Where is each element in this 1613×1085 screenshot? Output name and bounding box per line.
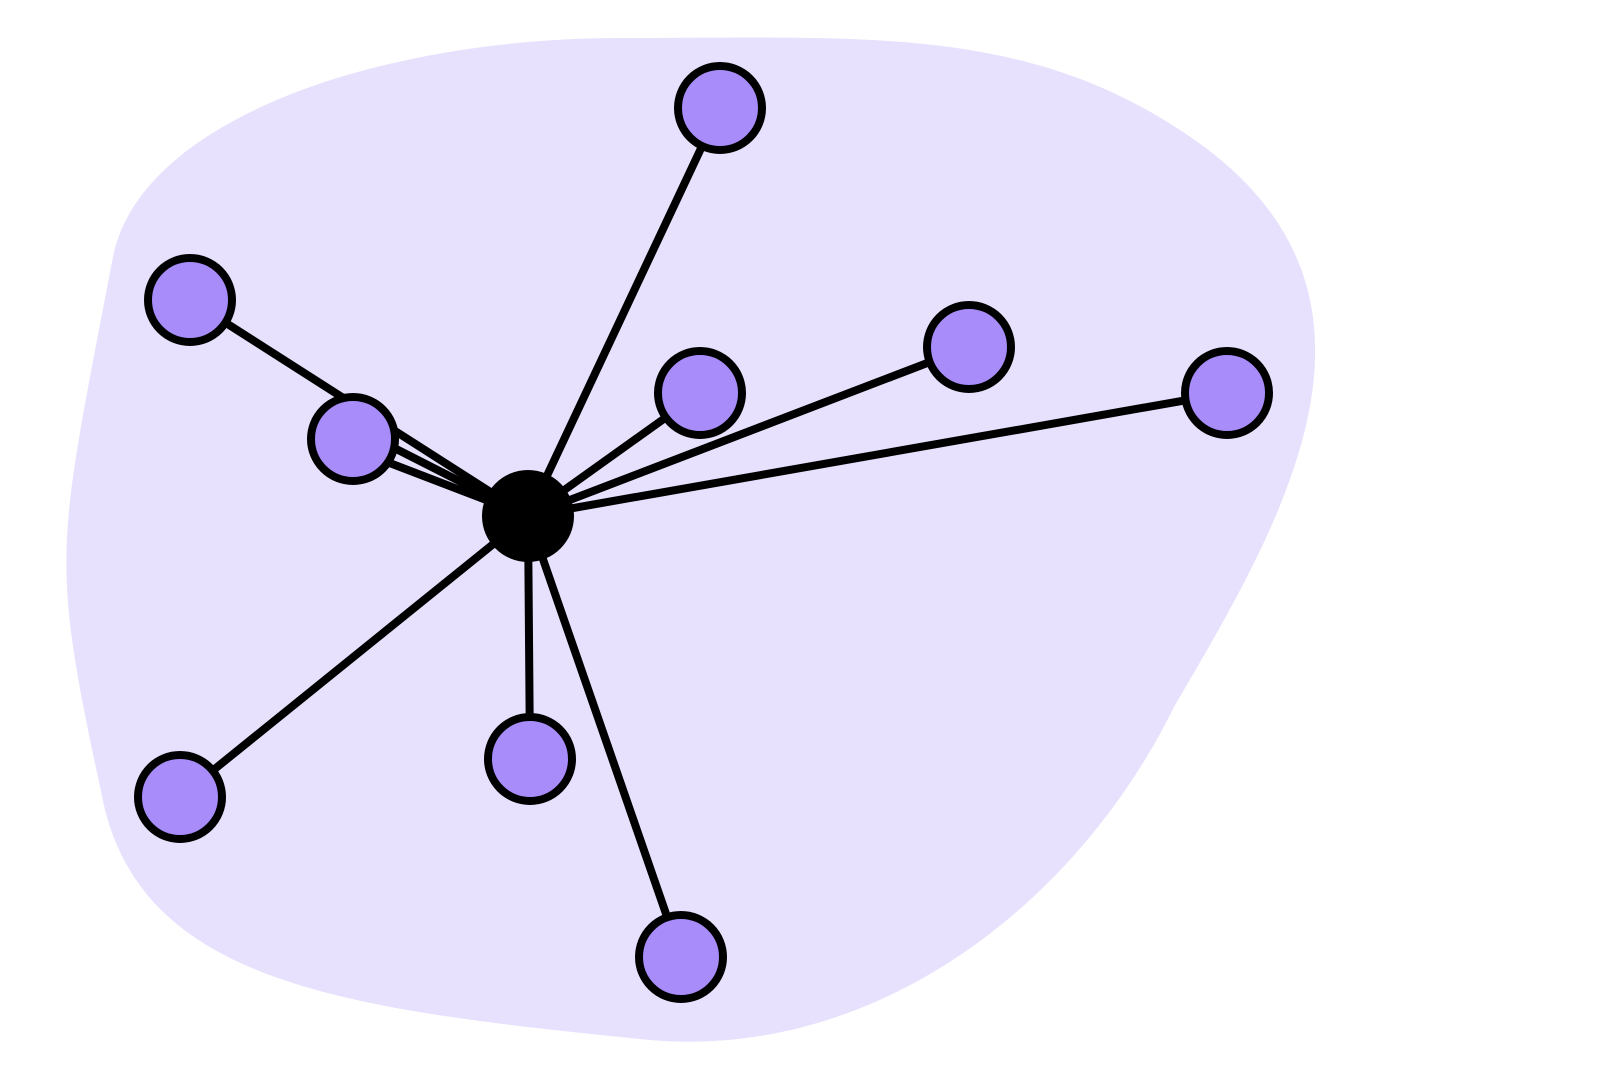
graph-node [307, 393, 399, 485]
graph-node [134, 751, 226, 843]
edge-hub-n1 [524, 104, 724, 520]
graph-node [635, 911, 727, 1003]
edge-hub-n5 [524, 343, 973, 520]
graph-node [484, 713, 576, 805]
edge-hub-n9 [524, 512, 685, 961]
hub-node [482, 470, 574, 562]
graph-node [674, 62, 766, 154]
graph-node [1181, 347, 1273, 439]
graph-node [144, 254, 236, 346]
cluster-region [66, 37, 1316, 1042]
edge-hub-n6 [524, 389, 1231, 520]
edge-hub-n7 [176, 512, 532, 801]
graph-node [654, 347, 746, 439]
graph-node [923, 301, 1015, 393]
node-layer [134, 62, 1273, 1003]
